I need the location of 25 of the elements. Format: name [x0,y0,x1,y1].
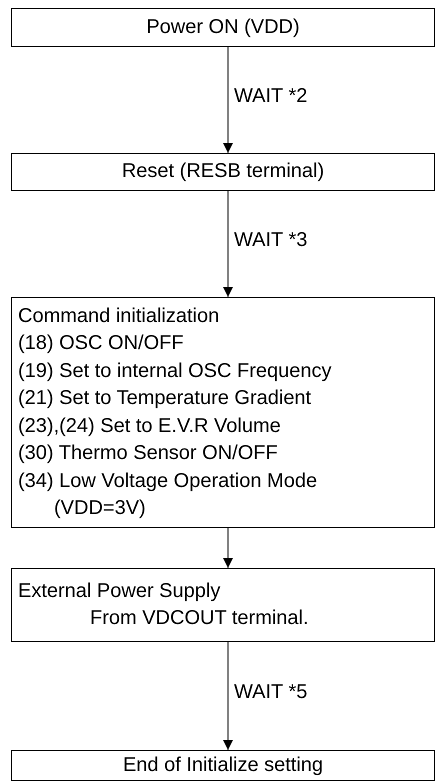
process-box [11,750,435,781]
edge-label: WAIT *2 [234,84,308,108]
process-box [11,297,435,528]
arrow [223,190,233,298]
box-text: (34) Low Voltage Operation Mode [18,468,318,494]
box-text: End of Initialize setting [122,752,324,778]
arrow [223,528,233,568]
process-box [11,8,435,47]
box-text: External Power Supply [18,578,220,604]
box-text: (19) Set to internal OSC Frequency [18,358,332,384]
box-text: (30) Thermo Sensor ON/OFF [18,441,278,466]
box-text: (23),(24) Set to E.V.R Volume [18,414,281,438]
arrow [223,642,233,750]
box-text: Reset (RESB terminal) [122,159,324,184]
process-box [11,568,435,642]
box-text: (18) OSC ON/OFF [18,331,184,356]
process-box [11,153,435,191]
box-text: Power ON (VDD) [146,14,300,40]
box-text: From VDCOUT terminal. [90,606,309,631]
box-text: (VDD=3V) [54,496,146,521]
arrow [223,46,233,154]
edge-label: WAIT *5 [234,680,308,704]
edge-label: WAIT *3 [234,228,308,252]
box-text: (21) Set to Temperature Gradient [18,386,312,411]
box-text: Command initialization [18,304,220,328]
